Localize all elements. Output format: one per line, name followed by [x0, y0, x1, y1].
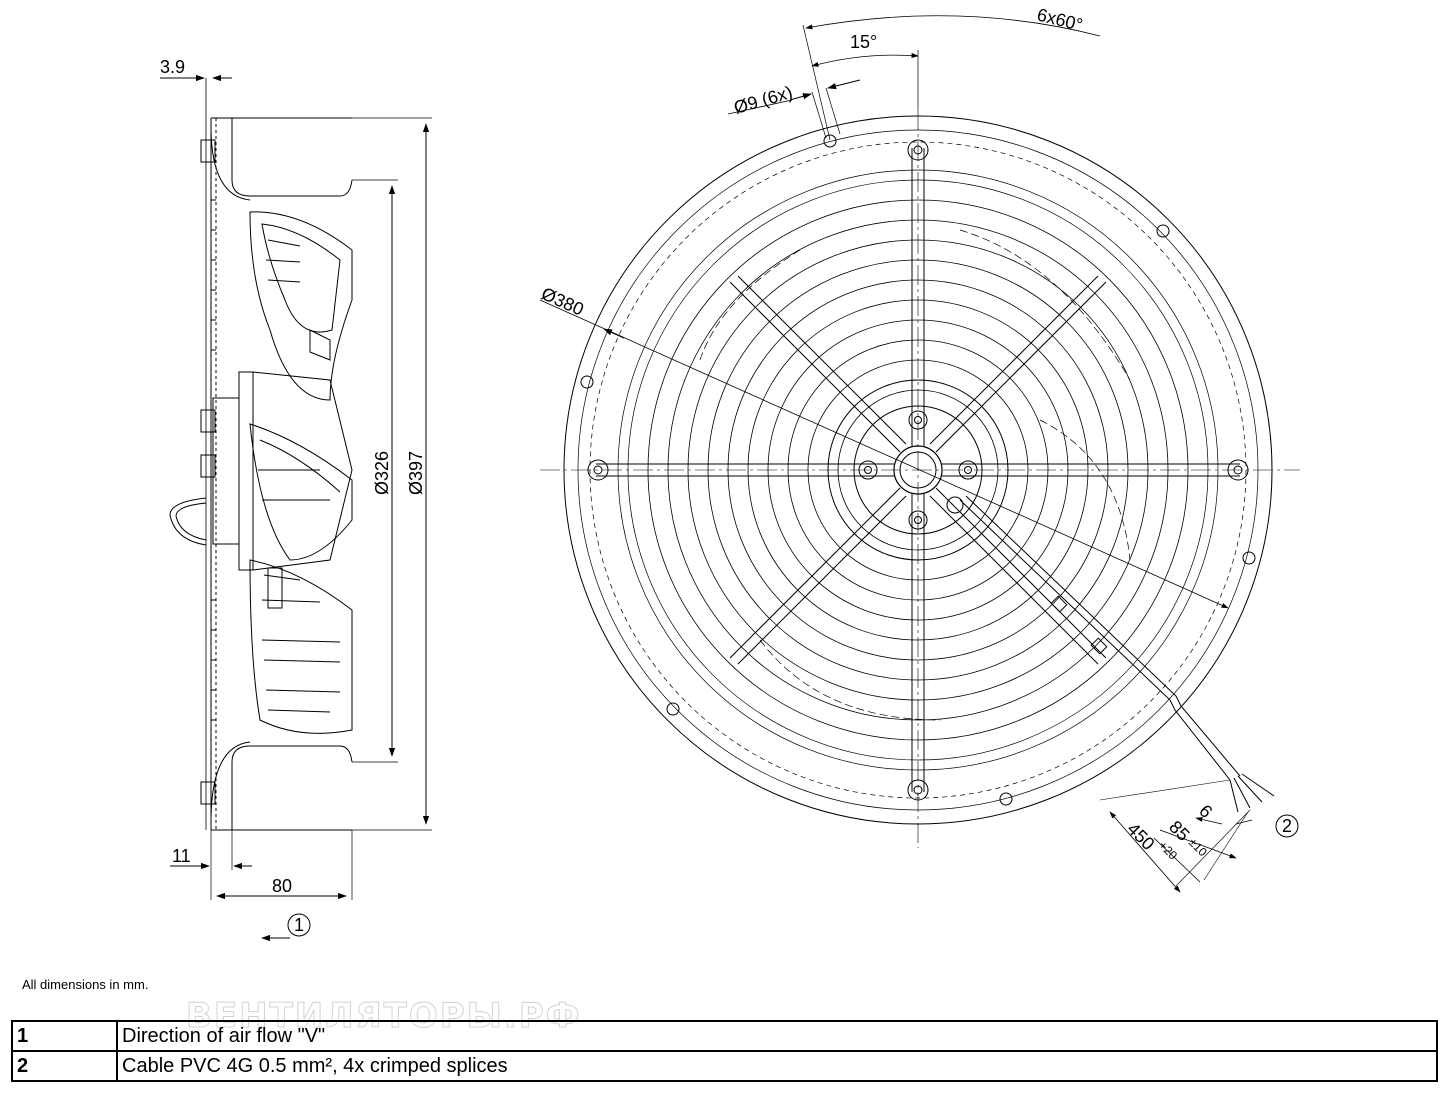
legend-number: 1: [11, 1020, 118, 1052]
dim-top-offset: 3.9: [160, 57, 185, 77]
dim-diameter-inner: Ø326: [372, 451, 392, 495]
dim-bolt-circle: Ø380: [538, 283, 586, 319]
legend-description: Direction of air flow "V": [116, 1020, 1438, 1052]
callout-cable-number: 2: [1282, 816, 1292, 836]
dim-depth: 80: [272, 876, 292, 896]
dim-angle-step: 15°: [850, 32, 877, 52]
dim-diameter-outer: Ø397: [406, 451, 426, 495]
dim-hole: Ø9 (6x): [732, 82, 795, 118]
dim-hole-pattern: 6x60°: [1035, 4, 1085, 35]
legend-row: 2 Cable PVC 4G 0.5 mm², 4x crimped splic…: [11, 1050, 1438, 1082]
front-view: [539, 15, 1300, 893]
callout-airflow: 1: [287, 913, 311, 937]
legend-row: 1 Direction of air flow "V": [11, 1020, 1438, 1052]
dim-cable-length: 450: [1123, 819, 1158, 854]
legend-description: Cable PVC 4G 0.5 mm², 4x crimped splices: [116, 1050, 1438, 1082]
dim-bottom-offset: 11: [172, 846, 191, 866]
callout-cable: 2: [1275, 814, 1299, 838]
units-note: All dimensions in mm.: [22, 977, 149, 992]
side-view: [160, 74, 432, 942]
dim-cable-strip-tol: ±10: [1186, 835, 1210, 859]
legend-table: 1 Direction of air flow "V" 2 Cable PVC …: [11, 1020, 1438, 1082]
callout-airflow-number: 1: [294, 915, 304, 935]
legend-number: 2: [11, 1050, 118, 1082]
